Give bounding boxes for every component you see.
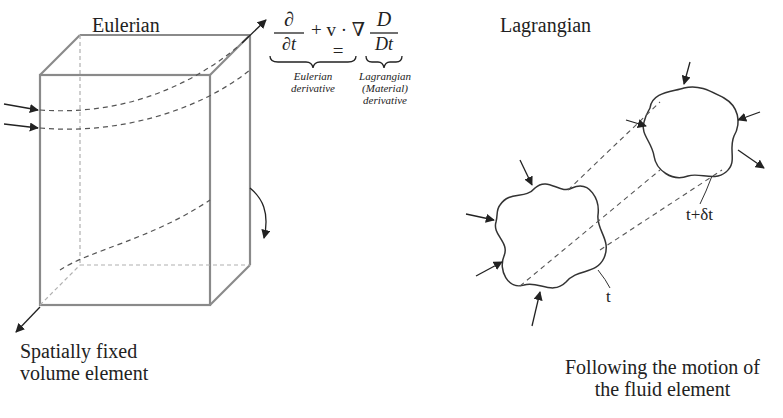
flow-arrows [4, 20, 266, 332]
hidden-cube-edges [40, 35, 250, 305]
streamlines [40, 45, 250, 270]
equation-part: ∂ [274, 8, 304, 30]
view-title: Lagrangian [500, 14, 630, 36]
equation-part: Dt [368, 35, 400, 55]
fluid-element [495, 87, 738, 288]
equation-part: + v · ∇ = [306, 20, 370, 62]
time-label: t [606, 288, 626, 307]
fixed-volume-cube [40, 35, 250, 305]
equation-part: D [370, 8, 398, 30]
equation-part: ∂t [272, 35, 306, 55]
caption-text: Spatially fixed volume element [20, 340, 192, 384]
caption-text: Following the motion of the fluid elemen… [560, 356, 765, 400]
brace-note: Lagrangian (Material) derivative [354, 70, 416, 106]
view-title: Eulerian [92, 14, 202, 36]
pathlines [520, 102, 722, 286]
brace-note: Eulerian derivative [282, 70, 344, 94]
surface-arrows [466, 62, 764, 326]
leader-lines [598, 176, 712, 288]
time-label: t+δt [686, 206, 746, 225]
